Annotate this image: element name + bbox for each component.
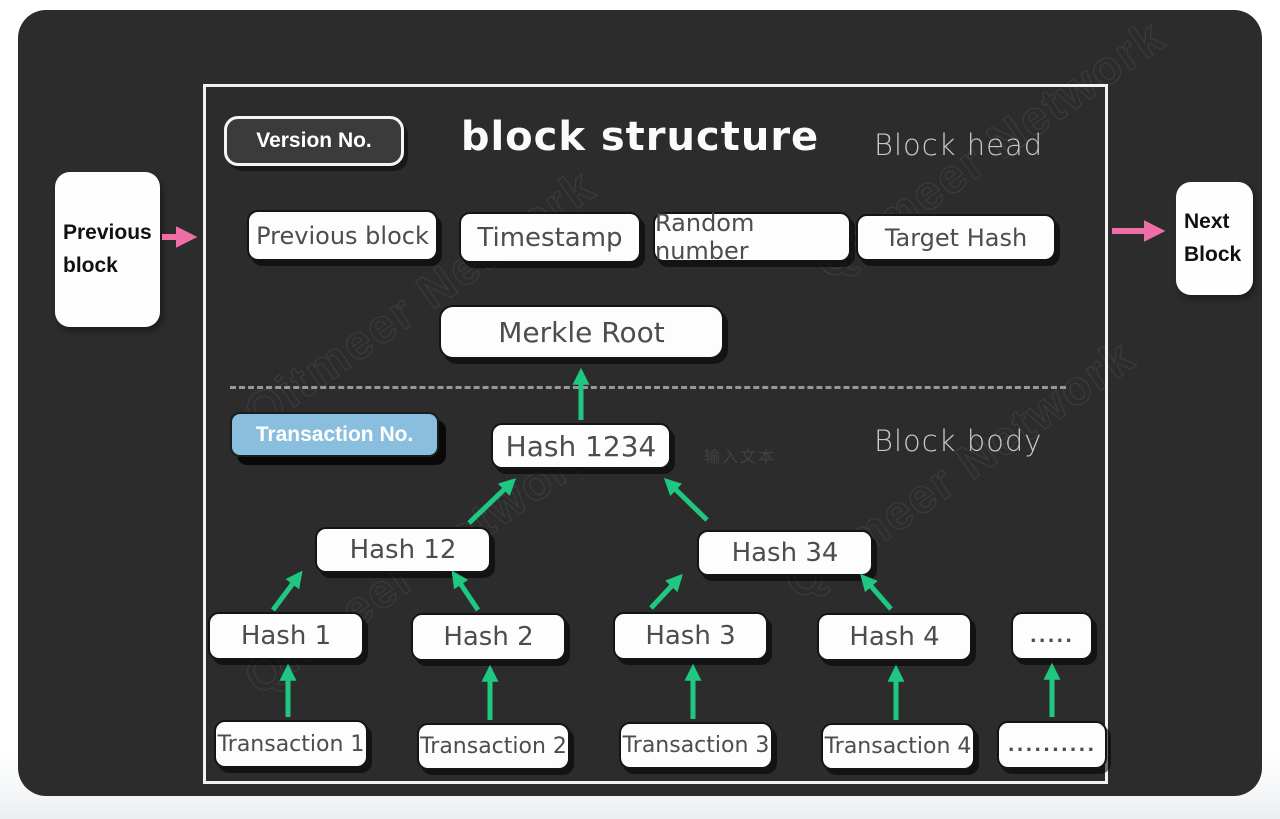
page-title: block structure <box>460 114 820 160</box>
timestamp-field: Timestamp <box>459 212 641 263</box>
hash-3-box: Hash 3 <box>613 612 768 660</box>
head-body-divider <box>230 386 1066 389</box>
block-outline <box>203 84 1108 784</box>
previous-block-field: Previous block <box>247 210 438 261</box>
hash-12-box: Hash 12 <box>315 527 491 573</box>
hash-34-box: Hash 34 <box>697 530 873 576</box>
hash-1234-box: Hash 1234 <box>491 423 671 469</box>
hash-1-box: Hash 1 <box>208 612 364 660</box>
transaction-1-box: Transaction 1 <box>214 720 368 768</box>
transaction-2-box: Transaction 2 <box>417 723 570 770</box>
merkle-root-box: Merkle Root <box>439 305 724 359</box>
block-head-label: Block head <box>874 128 1044 162</box>
transaction-3-box: Transaction 3 <box>619 722 773 769</box>
next-block-node-label: Next Block <box>1184 209 1242 266</box>
previous-block-node: Previous block <box>55 172 160 327</box>
version-no-box: Version No. <box>224 116 404 166</box>
version-no-label: Version No. <box>256 129 372 152</box>
editor-placeholder-text: 输入文本 <box>704 449 777 466</box>
previous-block-node-label: Previous block <box>63 220 152 277</box>
transaction-no-label: Transaction No. <box>255 422 414 446</box>
transaction-4-box: Transaction 4 <box>821 723 975 770</box>
block-body-label: Block body <box>874 424 1043 458</box>
target-hash-field: Target Hash <box>856 214 1056 261</box>
transaction-ellipsis-box: .......... <box>997 721 1107 769</box>
hash-4-box: Hash 4 <box>817 613 972 661</box>
hash-2-box: Hash 2 <box>411 613 566 661</box>
next-block-node: Next Block <box>1176 182 1253 295</box>
random-number-field: Random number <box>653 209 851 265</box>
transaction-no-badge: Transaction No. <box>230 412 439 457</box>
hash-ellipsis-box: ..... <box>1011 612 1093 660</box>
